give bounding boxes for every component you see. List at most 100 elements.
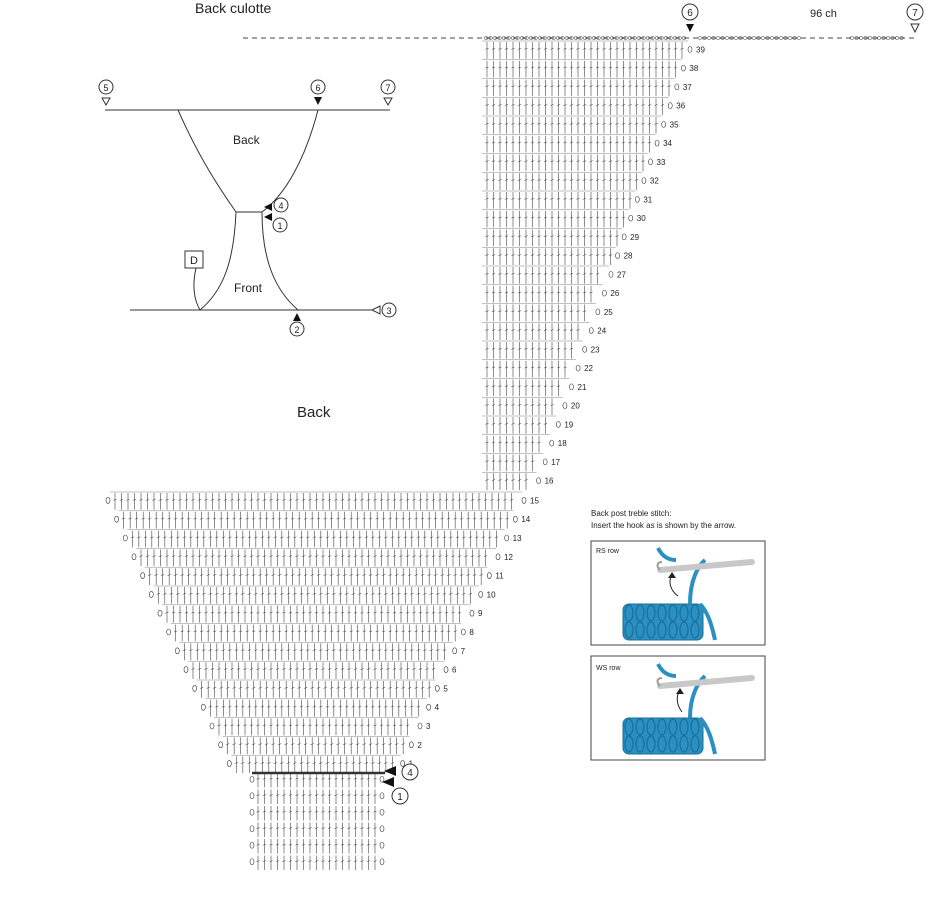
stitch-bar (504, 197, 509, 200)
stitch-bar (366, 555, 371, 558)
row-number: 18 (558, 439, 567, 448)
stitch-bar (373, 777, 377, 780)
stitch-bar (234, 762, 239, 764)
stitch-bar (530, 160, 535, 163)
stitch-bar (264, 630, 269, 633)
stitch-bar (477, 555, 481, 558)
stitch-bar (258, 517, 262, 520)
chain-loop (582, 346, 587, 353)
stitch-bar (199, 686, 204, 689)
stitch-bar (524, 160, 528, 163)
stitch-bar (308, 860, 312, 862)
chain-loop (573, 36, 579, 40)
stitch-bar (556, 160, 561, 163)
stitch-bar (295, 843, 299, 846)
stitch-bar (384, 762, 388, 764)
stitch-bar (543, 47, 548, 50)
stitch-bar (576, 104, 580, 106)
instruction-body: Insert the hook as is shown by the arrow… (591, 521, 736, 530)
stitch-bar (485, 385, 489, 388)
hook-icon (656, 675, 755, 689)
chain-loop (549, 439, 555, 447)
stitch-bar (453, 574, 457, 576)
chain-loop (524, 36, 529, 40)
stitch-bar (189, 649, 193, 652)
stitch-bar (267, 762, 271, 764)
stitch-bar (264, 574, 269, 576)
stitch-bar (358, 649, 362, 652)
stitch-bar (353, 668, 358, 670)
stitch-bar (524, 47, 528, 50)
stitch-bar (141, 517, 145, 520)
stitch-bar (491, 235, 496, 238)
stitch-bar (223, 668, 228, 670)
chain-loop (881, 36, 886, 40)
stitch-bar (212, 574, 217, 576)
stitch-bar (282, 810, 286, 813)
stitch-bar (251, 517, 256, 520)
stitch-bar (377, 762, 382, 764)
stitch-bar (485, 291, 489, 294)
chain-loop (218, 741, 223, 749)
stitch-bar (589, 197, 593, 200)
stitch-bar (654, 66, 658, 69)
stitch-bar (234, 649, 239, 652)
stitch-bar (543, 160, 548, 163)
stitch-bar (485, 366, 489, 369)
stitch-bar (524, 479, 528, 481)
stitch-bar (602, 66, 606, 69)
stitch-bar (595, 272, 600, 275)
stitch-bar (431, 555, 436, 558)
stitch-bar (160, 517, 165, 520)
stitch-bar (427, 630, 431, 633)
stitch-bar (498, 460, 502, 463)
stitch-bar (245, 517, 249, 520)
stitch-bar (340, 498, 345, 501)
stitch-bar (321, 827, 325, 829)
stitch-bar (418, 611, 423, 614)
stitch-bar (147, 517, 152, 520)
stitch-bar (230, 611, 234, 614)
stitch-bar (260, 592, 265, 595)
stitch-bar (379, 555, 384, 558)
stitch-bar (504, 347, 509, 350)
svg-text:7: 7 (912, 8, 918, 19)
stitch-bar (405, 555, 410, 558)
stitch-bar (407, 574, 412, 576)
stitch-bar (282, 794, 286, 796)
stitch-bar (485, 141, 489, 144)
stitch-bar (403, 705, 408, 708)
stitch-bar (608, 197, 613, 200)
stitch-bar (180, 574, 184, 576)
yarn-loop (646, 735, 656, 753)
chain-loop (587, 36, 592, 40)
stitch-bar (394, 743, 399, 746)
stitch-bar (275, 827, 280, 829)
stitch-bar (390, 536, 395, 539)
stitch-bar (589, 160, 593, 163)
stitch-bar (537, 441, 541, 444)
stitch-bar (628, 85, 632, 88)
row-number: 31 (643, 195, 652, 204)
stitch-bar (563, 197, 567, 200)
chain-loop (227, 760, 232, 767)
stitch-bar (634, 85, 639, 88)
stitch-bar (453, 517, 457, 520)
stitch-bar (295, 555, 299, 558)
stitch-bar (262, 794, 267, 796)
stitch-bar (543, 197, 548, 200)
yarn-loop (668, 604, 678, 622)
stitch-bar (342, 686, 347, 689)
stitch-bar (327, 555, 332, 558)
chain-loop (872, 36, 877, 40)
chain-loop (595, 308, 601, 316)
stitch-bar (280, 649, 284, 652)
stitch-bar (366, 860, 371, 862)
stitch-bar (269, 794, 273, 796)
stitch-bar (210, 668, 215, 670)
stitch-bar (412, 668, 416, 670)
stitch-bar (550, 366, 554, 369)
stitch-bar (608, 254, 613, 256)
chain-loop (760, 36, 766, 40)
stitch-bar (219, 686, 223, 689)
